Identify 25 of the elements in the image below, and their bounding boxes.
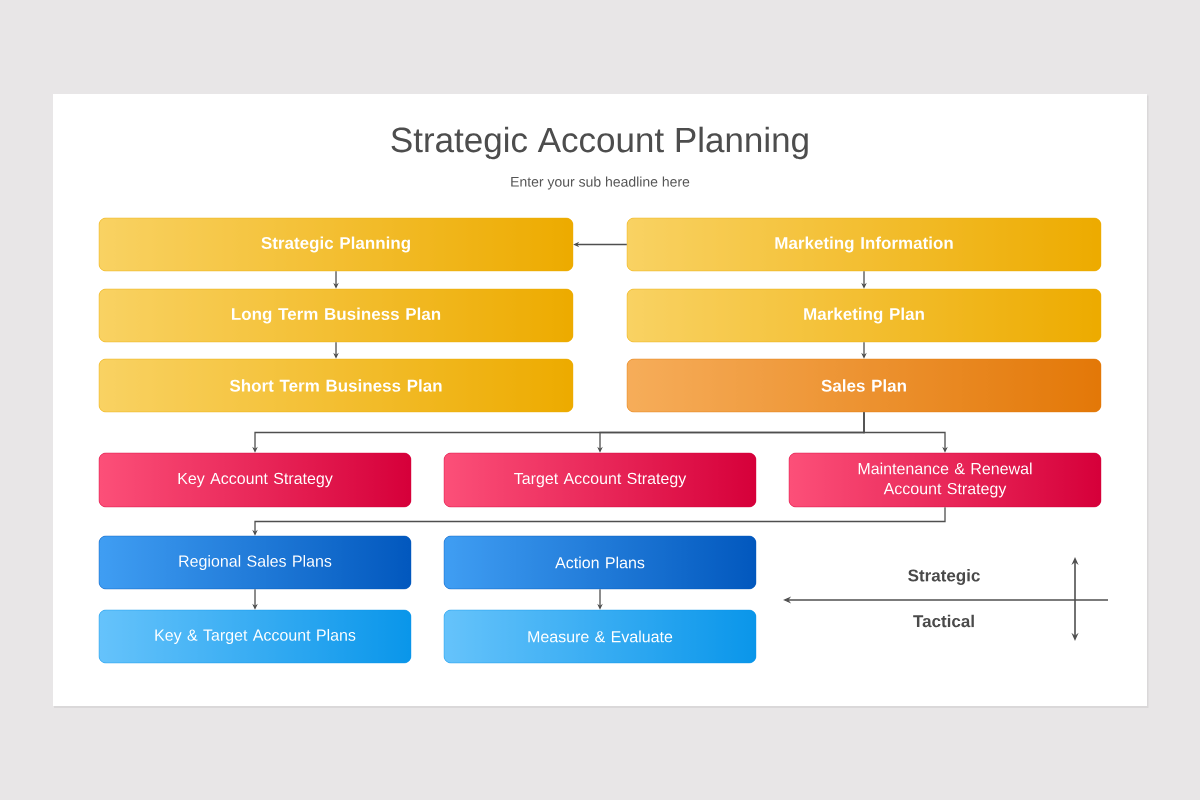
process-box: Maintenance & Renewal Account Strategy (788, 452, 1102, 508)
arrow (333, 270, 339, 289)
arrow (861, 341, 867, 359)
process-box: Key & Target Account Plans (98, 609, 412, 664)
arrow (252, 506, 946, 536)
process-box: Action Plans (443, 535, 757, 590)
arrow (861, 270, 867, 289)
process-box: Long Term Business Plan (98, 288, 574, 343)
arrow (252, 588, 258, 610)
process-box: Marketing Plan (626, 288, 1102, 343)
direction-label: Strategic (908, 569, 980, 585)
process-box: Sales Plan (626, 358, 1102, 413)
process-box: Key Account Strategy (98, 452, 412, 508)
process-box: Target Account Strategy (443, 452, 757, 508)
process-box: Regional Sales Plans (98, 535, 412, 590)
subtitle: Enter your sub headline here (511, 176, 690, 190)
process-box: Short Term Business Plan (98, 358, 574, 413)
process-box: Marketing Information (626, 217, 1102, 272)
arrow (333, 341, 339, 359)
arrow (597, 588, 603, 610)
process-box: Strategic Planning (98, 217, 574, 272)
arrow (863, 411, 948, 453)
title: Strategic Account Planning (391, 126, 808, 160)
process-box: Measure & Evaluate (443, 609, 757, 664)
direction-label: Tactical (913, 614, 974, 628)
